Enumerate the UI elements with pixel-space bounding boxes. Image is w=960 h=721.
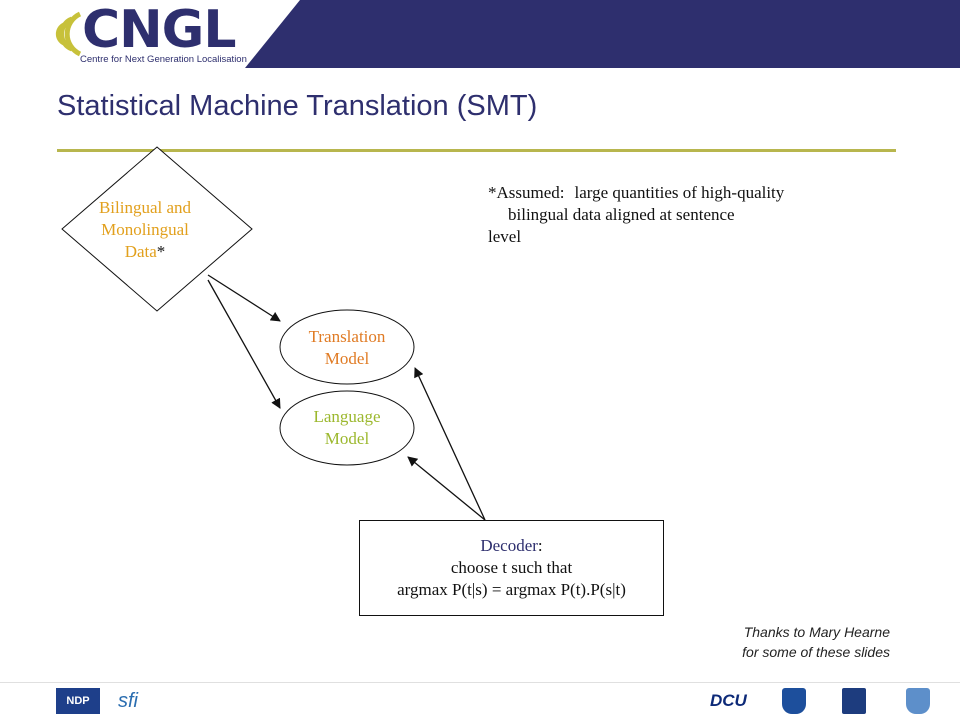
logo-wordmark: CNGL — [82, 0, 236, 60]
language-model-line2: Model — [324, 429, 370, 448]
signal-waves-icon — [55, 11, 82, 57]
data-node-label: Bilingual and Monolingual Data* — [80, 197, 210, 263]
logo-tagline: Centre for Next Generation Localisation — [80, 54, 247, 65]
decoder-title-suffix: : — [537, 536, 543, 555]
note-line2: bilingual data aligned at sentence — [508, 205, 735, 224]
trinity-crest-icon — [906, 688, 930, 714]
note-line3: level — [488, 227, 522, 246]
arrow-decoder-to-translation — [414, 367, 486, 521]
data-node-line1: Bilingual and — [98, 198, 192, 217]
decoder-line2: choose t such that — [450, 558, 573, 577]
credits-line2: for some of these slides — [742, 644, 890, 660]
ucd-crest-icon — [782, 688, 806, 714]
data-node-marker: * — [156, 242, 166, 261]
tcd-crest-icon — [842, 688, 866, 714]
note-prefix: *Assumed: — [488, 183, 565, 202]
slide-title: Statistical Machine Translation (SMT) — [57, 90, 538, 122]
arrow-data-to-language — [207, 279, 281, 409]
language-model-label: Language Model — [282, 406, 412, 450]
data-node-line2: Monolingual — [101, 220, 189, 239]
translation-model-line2: Model — [324, 349, 370, 368]
arrow-data-to-translation — [207, 274, 281, 322]
translation-model-label: Translation Model — [282, 326, 412, 370]
title-divider — [57, 149, 896, 152]
language-model-line1: Language — [313, 407, 381, 426]
ndp-logo: NDP — [56, 688, 100, 714]
data-node-line3: Data — [124, 242, 157, 261]
decoder-title: Decoder — [480, 536, 538, 555]
decoder-text: Decoder: choose t such that argmax P(t|s… — [360, 535, 663, 601]
arrow-decoder-to-language — [407, 456, 486, 521]
dcu-logo: DCU — [710, 691, 747, 710]
cngl-logo: CNGL Centre for Next Generation Localisa… — [52, 0, 247, 68]
header-band — [245, 0, 960, 68]
sfi-logo: sfi — [118, 690, 138, 712]
decoder-box: Decoder: choose t such that argmax P(t|s… — [359, 520, 664, 616]
decoder-formula: argmax P(t|s) = argmax P(t).P(s|t) — [397, 580, 626, 599]
credits-line1: Thanks to Mary Hearne — [743, 624, 890, 640]
translation-model-line1: Translation — [308, 327, 386, 346]
credits-note: Thanks to Mary Hearne for some of these … — [700, 622, 890, 662]
note-line1: large quantities of high-quality — [574, 183, 785, 202]
assumption-note: *Assumed: large quantities of high-qualit… — [488, 182, 888, 248]
